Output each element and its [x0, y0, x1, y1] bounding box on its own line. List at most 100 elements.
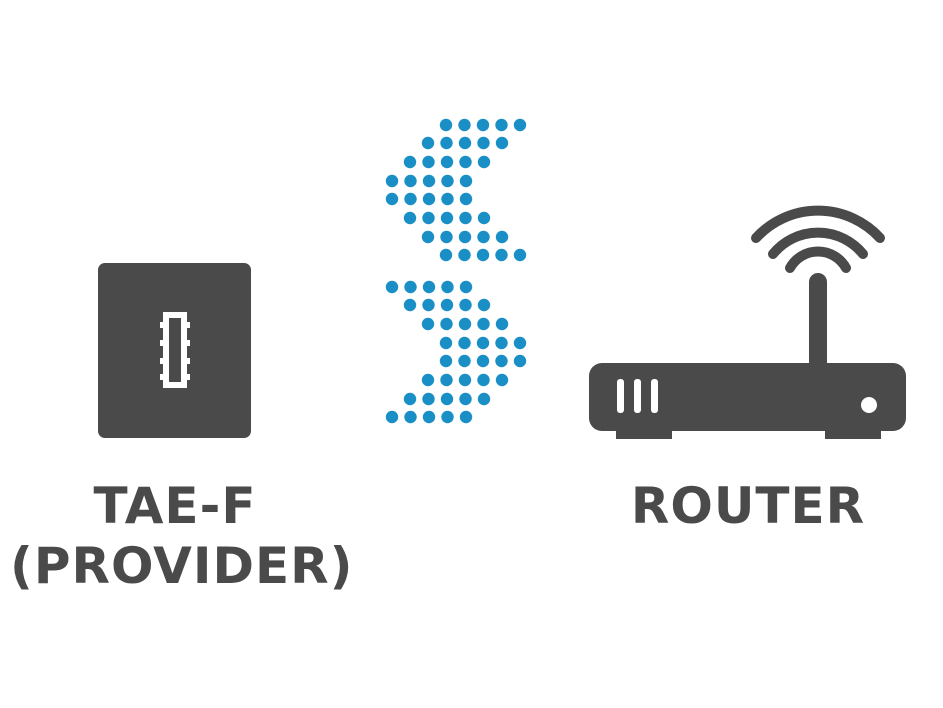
signal-dot [421, 136, 435, 150]
signal-dot [477, 298, 491, 312]
tae-f-label-line1: TAE-F [93, 477, 257, 535]
signal-wave-icon [385, 118, 527, 424]
signal-dot [476, 248, 490, 262]
tae-f-label: TAE-F (PROVIDER) [10, 476, 354, 596]
signal-dot [495, 336, 508, 350]
signal-dot [422, 298, 435, 312]
signal-dot [458, 317, 472, 331]
signal-dot [477, 155, 491, 169]
signal-dot [440, 211, 454, 225]
signal-dot [440, 317, 453, 331]
tae-socket-icon [98, 263, 251, 438]
router-body [589, 363, 906, 431]
signal-dot [422, 192, 436, 206]
signal-dot [403, 211, 417, 225]
router-vent [634, 379, 641, 413]
signal-dot [459, 410, 473, 424]
signal-dot [459, 280, 473, 294]
signal-dot [385, 174, 399, 188]
signal-dot [421, 373, 435, 387]
signal-dot [385, 192, 399, 206]
router-vent [651, 379, 658, 413]
signal-dot [441, 280, 454, 294]
signal-dot [422, 174, 436, 188]
signal-dot [513, 336, 527, 350]
signal-dot [476, 118, 490, 132]
router-foot-right [825, 425, 881, 439]
router-icon [589, 205, 906, 439]
signal-dot [385, 280, 399, 294]
wifi-arc-outer [751, 205, 885, 243]
signal-dot [477, 373, 490, 387]
signal-dot [495, 317, 509, 331]
signal-dot [404, 280, 417, 294]
signal-dot [458, 373, 472, 387]
signal-dot [403, 155, 417, 169]
signal-dot [422, 392, 435, 406]
signal-dot [439, 118, 453, 132]
signal-dot [440, 298, 454, 312]
signal-dot [439, 336, 453, 350]
signal-dot [404, 192, 417, 206]
signal-dot [477, 136, 490, 150]
signal-dot [458, 248, 471, 262]
signal-dot [495, 373, 509, 387]
signal-dot [385, 410, 399, 424]
signal-dot [441, 174, 454, 188]
router-label-text: ROUTER [630, 477, 866, 535]
router-led [861, 397, 877, 413]
signal-dot [404, 410, 417, 424]
signal-dot [495, 354, 508, 368]
signal-dot [477, 230, 490, 244]
wifi-arc-inner [785, 246, 851, 273]
signal-dot [441, 192, 454, 206]
signal-dot [459, 298, 472, 312]
tae-f-label-line2: (PROVIDER) [10, 537, 354, 595]
signal-dot [459, 192, 473, 206]
signal-dot [458, 230, 472, 244]
signal-dot [477, 211, 491, 225]
router-vent [617, 379, 624, 413]
signal-dot [440, 230, 453, 244]
signal-dot [422, 155, 435, 169]
signal-dot [421, 317, 435, 331]
signal-dot [459, 174, 473, 188]
signal-dot [441, 410, 454, 424]
signal-dot [477, 317, 490, 331]
signal-dot [459, 211, 472, 225]
signal-dot [458, 336, 471, 350]
signal-dot [495, 136, 509, 150]
signal-dot [459, 392, 472, 406]
signal-dot [440, 373, 453, 387]
signal-dot [439, 248, 453, 262]
signal-dot [439, 354, 453, 368]
signal-dot [495, 230, 509, 244]
signal-dot [422, 410, 436, 424]
signal-dot [422, 211, 435, 225]
signal-dot [421, 230, 435, 244]
signal-dot [458, 118, 471, 132]
signal-dot [422, 280, 436, 294]
signal-dot [476, 336, 490, 350]
signal-dot [495, 118, 508, 132]
wifi-arc-middle [768, 227, 868, 259]
signal-dot [403, 298, 417, 312]
signal-dot [440, 155, 454, 169]
router-label: ROUTER [598, 476, 898, 536]
signal-dot [404, 174, 417, 188]
signal-dot [513, 118, 527, 132]
signal-dot [440, 392, 454, 406]
signal-dot [477, 392, 491, 406]
signal-dot [458, 354, 471, 368]
signal-dot [458, 136, 472, 150]
router-antenna [809, 273, 827, 373]
signal-dot [513, 248, 527, 262]
signal-dot [403, 392, 417, 406]
signal-dot [513, 354, 527, 368]
signal-dot [459, 155, 472, 169]
signal-dot [476, 354, 490, 368]
router-foot-left [616, 425, 672, 439]
signal-dot [495, 248, 508, 262]
signal-dot [440, 136, 453, 150]
